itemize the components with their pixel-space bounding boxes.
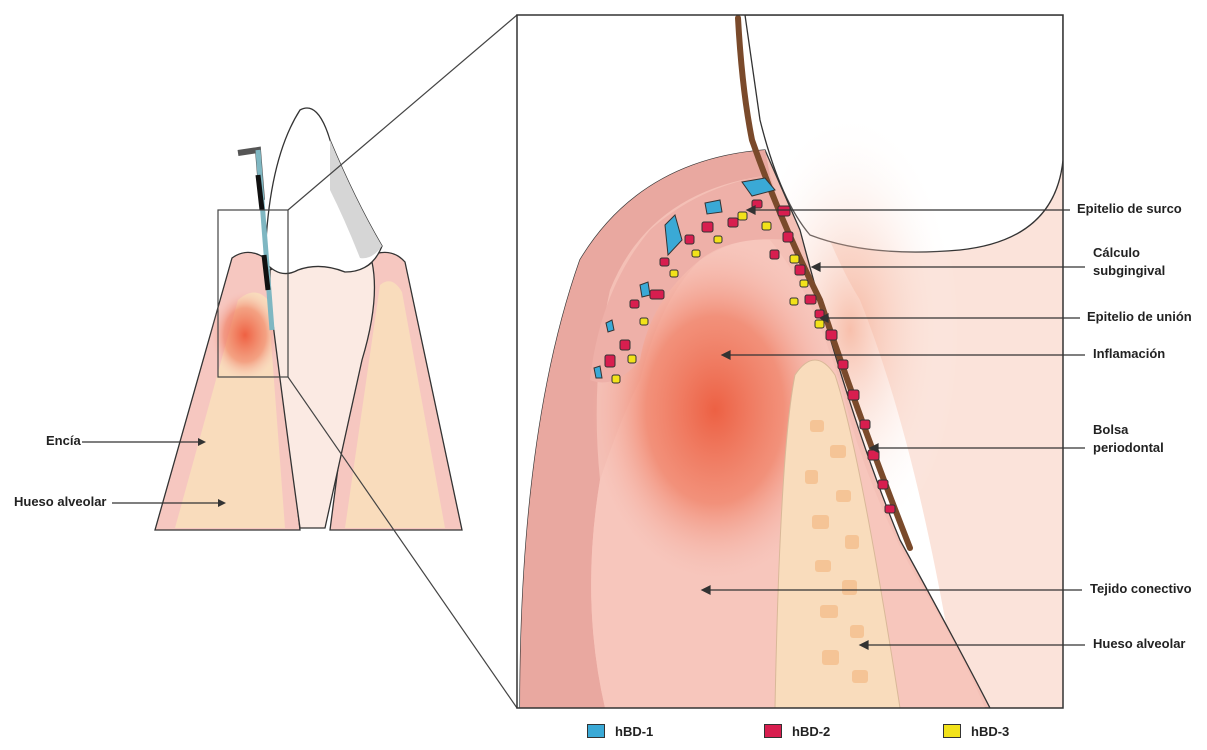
- label-periodontal: periodontal: [1093, 441, 1164, 456]
- label-hueso-alveolar-right: Hueso alveolar: [1093, 637, 1186, 652]
- label-epitelio-union: Epitelio de unión: [1087, 310, 1192, 325]
- label-calculo: Cálculo: [1093, 246, 1140, 261]
- legend-swatch-hbd1: [587, 724, 605, 738]
- label-bolsa: Bolsa: [1093, 423, 1128, 438]
- label-hueso-alveolar-left: Hueso alveolar: [14, 495, 107, 510]
- label-epitelio-surco: Epitelio de surco: [1077, 202, 1182, 217]
- label-tejido-conectivo: Tejido conectivo: [1090, 582, 1192, 597]
- legend-label-hbd3: hBD-3: [971, 724, 1009, 739]
- label-encia: Encía: [46, 434, 81, 449]
- zoom-panel: [517, 15, 1063, 708]
- legend-swatch-hbd3: [943, 724, 961, 738]
- legend-item-hbd3: hBD-3: [943, 720, 1009, 742]
- overview-illustration: [82, 15, 517, 708]
- label-inflamacion: Inflamación: [1093, 347, 1165, 362]
- legend-item-hbd2: hBD-2: [764, 720, 830, 742]
- legend-label-hbd2: hBD-2: [792, 724, 830, 739]
- legend-item-hbd1: hBD-1: [587, 720, 653, 742]
- legend-swatch-hbd2: [764, 724, 782, 738]
- legend-label-hbd1: hBD-1: [615, 724, 653, 739]
- label-subgingival: subgingival: [1093, 264, 1165, 279]
- zoom-line-top: [288, 15, 517, 210]
